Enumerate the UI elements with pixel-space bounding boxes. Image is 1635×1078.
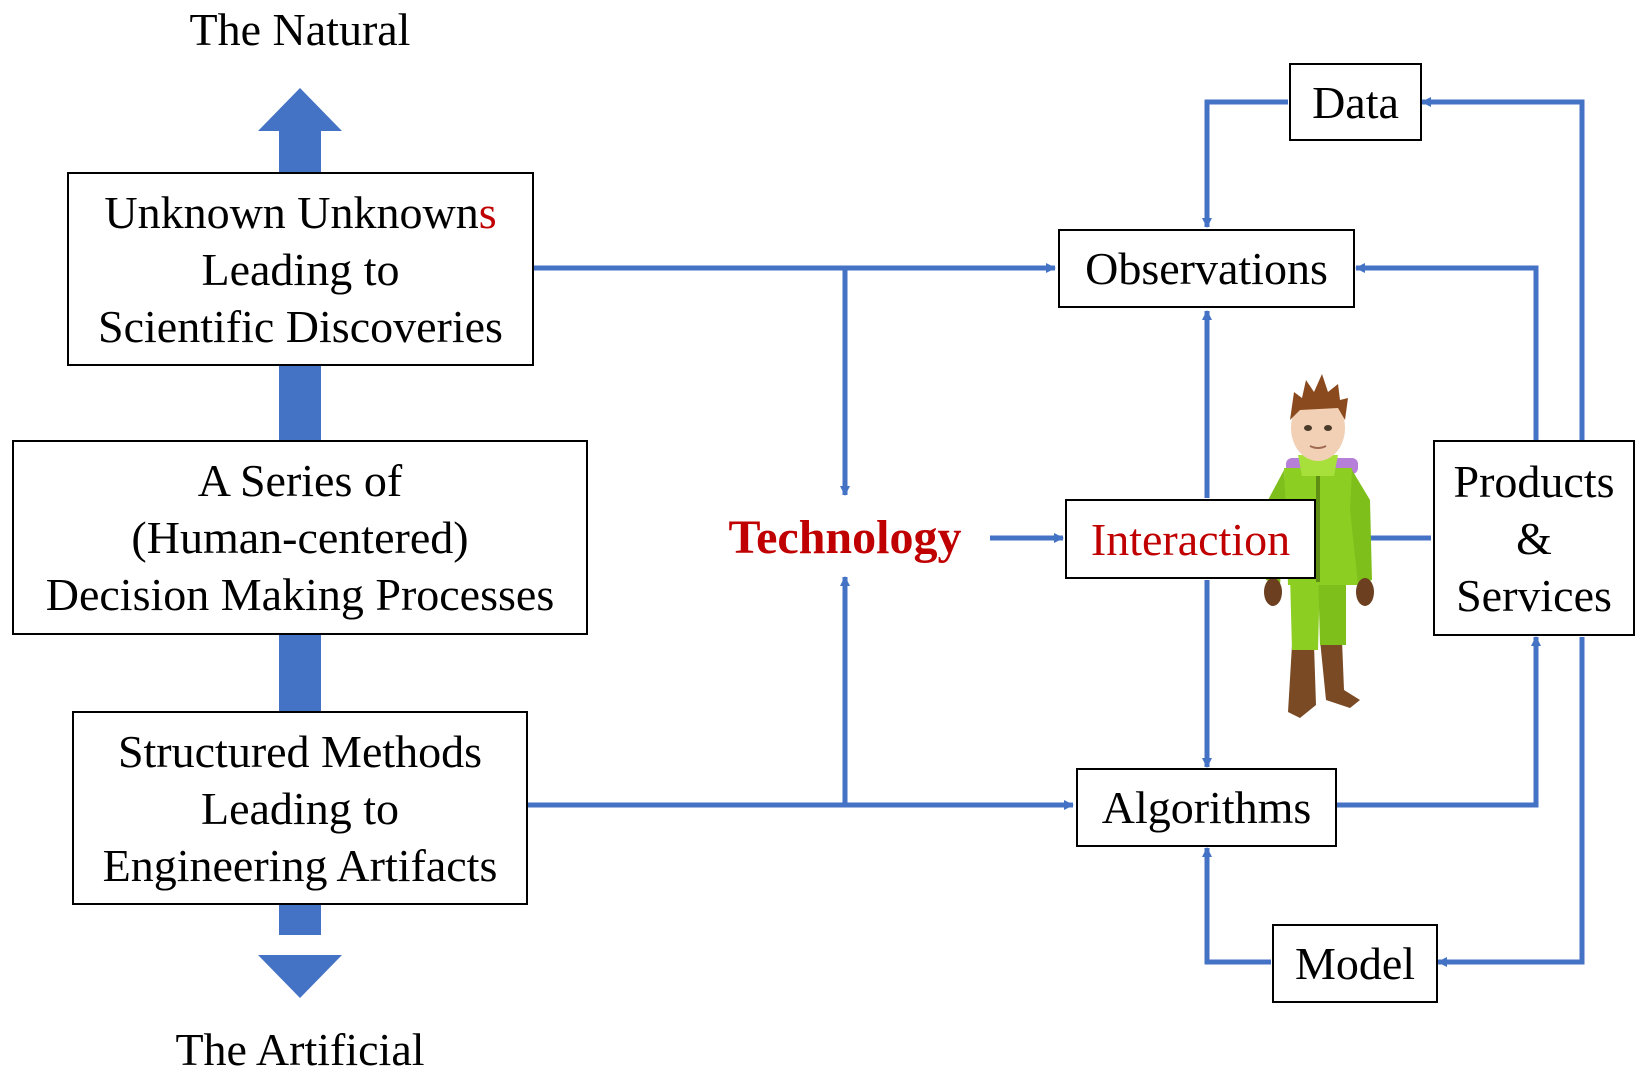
data-label: Data [1312, 76, 1399, 128]
artificial-label: The Artificial [175, 1024, 425, 1075]
products-line1: Products [1453, 455, 1615, 507]
unknown-unknowns-text: Unknown Unknown [104, 186, 479, 238]
natural-label: The Natural [189, 4, 411, 55]
structured-methods-line2: Leading to [201, 782, 399, 834]
structured-methods-line3: Engineering Artifacts [102, 839, 498, 891]
products-services-box: Products & Services [1433, 440, 1635, 636]
products-to-data-arrow [1421, 97, 1585, 440]
decision-making-line3: Decision Making Processes [45, 569, 555, 620]
observations-box: Observations [1058, 229, 1355, 308]
interaction-label: Interaction [1090, 513, 1291, 565]
algorithms-to-products-arrow [1337, 636, 1541, 808]
model-box: Model [1272, 924, 1438, 1003]
structured-methods-box: Structured Methods Leading to Engineerin… [72, 711, 528, 905]
unknown-unknowns-accent: s [478, 186, 497, 238]
decision-making-line1: A Series of [197, 455, 403, 506]
products-line2: & [1516, 512, 1552, 564]
structured-methods-line1: Structured Methods [117, 725, 483, 777]
model-to-algorithms-arrow [1202, 847, 1271, 965]
model-label: Model [1294, 938, 1416, 989]
products-to-observations-arrow [1355, 263, 1539, 440]
decision-making-box: A Series of (Human-centered) Decision Ma… [12, 440, 588, 635]
products-to-model-arrow [1437, 637, 1585, 967]
unknown-unknowns-line2: Leading to [201, 243, 400, 295]
algorithms-box: Algorithms [1076, 768, 1337, 847]
data-box: Data [1289, 63, 1422, 141]
decision-making-line2: (Human-centered) [131, 512, 469, 563]
interaction-box: Interaction [1065, 499, 1316, 579]
algorithms-label: Algorithms [1101, 782, 1312, 833]
products-line3: Services [1456, 569, 1612, 621]
technology-label: Technology [728, 511, 962, 564]
observations-label: Observations [1085, 243, 1328, 294]
unknown-unknowns-line1: Unknown Unknowns [104, 184, 496, 241]
data-to-observations-arrow [1202, 99, 1288, 228]
unknown-unknowns-line3: Scientific Discoveries [98, 300, 503, 352]
unknown-unknowns-box: Unknown Unknowns Leading to Scientific D… [67, 172, 534, 366]
